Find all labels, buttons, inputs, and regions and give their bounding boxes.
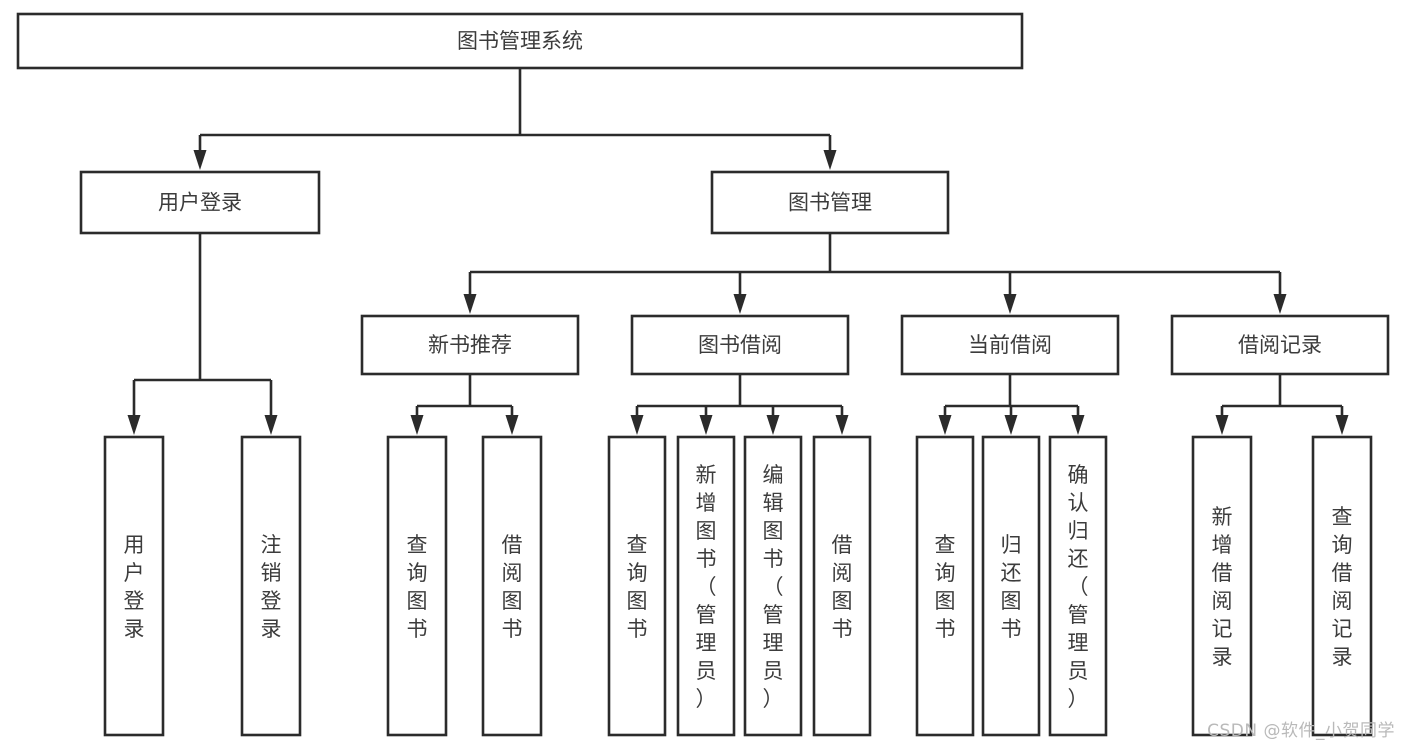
node-box-leaf-borrow-book-2[interactable] (812, 435, 872, 737)
node-label-leaf-edit-book: 编辑图书（管理员） (763, 463, 784, 711)
node-book-manage[interactable]: 图书管理 (710, 170, 950, 235)
node-leaf-logout[interactable]: 注销登录 (240, 435, 302, 737)
node-current-borrow[interactable]: 当前借阅 (900, 314, 1120, 376)
node-label-leaf-logout: 注销登录 (261, 533, 282, 641)
arrow-head-icon (1003, 294, 1017, 314)
node-label-leaf-query-borrow-record: 查询借阅记录 (1332, 505, 1353, 669)
node-box-user-login[interactable] (79, 170, 321, 235)
arrow-head-icon (938, 415, 952, 435)
connector-root-to-level1 (193, 68, 837, 170)
node-label-leaf-return-book: 归还图书 (1001, 533, 1022, 641)
node-box-leaf-user-login[interactable] (103, 435, 165, 737)
node-leaf-query-book-3[interactable]: 查询图书 (915, 435, 975, 737)
node-label-leaf-query-book-1: 查询图书 (407, 533, 428, 641)
arrow-head-icon (733, 294, 747, 314)
node-leaf-query-book-2[interactable]: 查询图书 (607, 435, 667, 737)
node-label-root: 图书管理系统 (457, 29, 583, 53)
node-book-borrow[interactable]: 图书借阅 (630, 314, 850, 376)
node-new-book-recommend[interactable]: 新书推荐 (360, 314, 580, 376)
arrow-head-icon (1004, 415, 1018, 435)
node-leaf-add-book[interactable]: 新增图书（管理员） (676, 435, 736, 737)
arrow-head-icon (127, 415, 141, 435)
csdn-watermark: CSDN @软件_小贺同学 (1207, 721, 1395, 741)
node-box-book-borrow[interactable] (630, 314, 850, 376)
node-leaf-confirm-return[interactable]: 确认归还（管理员） (1048, 435, 1108, 737)
connector-book-borrow-to-leaves (630, 374, 849, 435)
arrow-head-icon (193, 150, 207, 170)
node-box-leaf-query-book-1[interactable] (386, 435, 448, 737)
node-leaf-edit-book[interactable]: 编辑图书（管理员） (743, 435, 803, 737)
arrow-head-icon (463, 294, 477, 314)
arrow-head-icon (505, 415, 519, 435)
node-label-leaf-query-book-3: 查询图书 (935, 533, 956, 641)
node-box-leaf-confirm-return[interactable] (1048, 435, 1108, 737)
node-label-leaf-borrow-book-1: 借阅图书 (502, 533, 523, 641)
node-label-leaf-add-book: 新增图书（管理员） (696, 463, 717, 711)
node-layer: 图书管理系统用户登录图书管理新书推荐图书借阅当前借阅借阅记录用户登录注销登录查询… (16, 12, 1390, 737)
connector-user-login-to-leaves (127, 233, 278, 435)
arrow-head-icon (410, 415, 424, 435)
arrow-head-icon (823, 150, 837, 170)
node-borrow-record[interactable]: 借阅记录 (1170, 314, 1390, 376)
node-box-root[interactable] (16, 12, 1024, 70)
node-leaf-return-book[interactable]: 归还图书 (981, 435, 1041, 737)
node-box-leaf-add-borrow-record[interactable] (1191, 435, 1253, 737)
node-box-leaf-query-book-3[interactable] (915, 435, 975, 737)
connector-book-manage-to-level2 (463, 233, 1287, 314)
node-leaf-query-book-1[interactable]: 查询图书 (386, 435, 448, 737)
node-box-borrow-record[interactable] (1170, 314, 1390, 376)
arrow-head-icon (835, 415, 849, 435)
node-label-leaf-borrow-book-2: 借阅图书 (832, 533, 853, 641)
arrow-head-icon (1273, 294, 1287, 314)
node-label-new-book-recommend: 新书推荐 (428, 333, 512, 357)
node-label-book-borrow: 图书借阅 (698, 333, 782, 357)
node-label-leaf-add-borrow-record: 新增借阅记录 (1212, 505, 1233, 669)
arrow-head-icon (766, 415, 780, 435)
node-label-user-login: 用户登录 (158, 191, 242, 215)
node-label-book-manage: 图书管理 (788, 191, 872, 215)
node-box-leaf-borrow-book-1[interactable] (481, 435, 543, 737)
connector-current-borrow-to-leaves (938, 374, 1085, 435)
node-label-leaf-user-login: 用户登录 (124, 533, 145, 641)
node-label-borrow-record: 借阅记录 (1238, 333, 1322, 357)
node-box-leaf-add-book[interactable] (676, 435, 736, 737)
arrow-head-icon (264, 415, 278, 435)
node-leaf-query-borrow-record[interactable]: 查询借阅记录 (1311, 435, 1373, 737)
node-box-current-borrow[interactable] (900, 314, 1120, 376)
arrow-head-icon (1071, 415, 1085, 435)
node-leaf-borrow-book-1[interactable]: 借阅图书 (481, 435, 543, 737)
arrow-head-icon (630, 415, 644, 435)
node-leaf-user-login[interactable]: 用户登录 (103, 435, 165, 737)
node-label-leaf-query-book-2: 查询图书 (627, 533, 648, 641)
node-box-leaf-query-borrow-record[interactable] (1311, 435, 1373, 737)
node-box-leaf-edit-book[interactable] (743, 435, 803, 737)
arrow-head-icon (1215, 415, 1229, 435)
connector-new-book-to-leaves (410, 374, 519, 435)
arrow-head-icon (699, 415, 713, 435)
node-leaf-borrow-book-2[interactable]: 借阅图书 (812, 435, 872, 737)
node-user-login[interactable]: 用户登录 (79, 170, 321, 235)
connector-borrow-record-to-leaves (1215, 374, 1349, 435)
connector-layer (127, 68, 1349, 435)
node-leaf-add-borrow-record[interactable]: 新增借阅记录 (1191, 435, 1253, 737)
node-label-current-borrow: 当前借阅 (968, 333, 1052, 357)
arrow-head-icon (1335, 415, 1349, 435)
node-box-leaf-return-book[interactable] (981, 435, 1041, 737)
node-box-new-book-recommend[interactable] (360, 314, 580, 376)
node-box-leaf-query-book-2[interactable] (607, 435, 667, 737)
node-box-book-manage[interactable] (710, 170, 950, 235)
node-label-leaf-confirm-return: 确认归还（管理员） (1068, 463, 1089, 711)
node-box-leaf-logout[interactable] (240, 435, 302, 737)
node-root[interactable]: 图书管理系统 (16, 12, 1024, 70)
